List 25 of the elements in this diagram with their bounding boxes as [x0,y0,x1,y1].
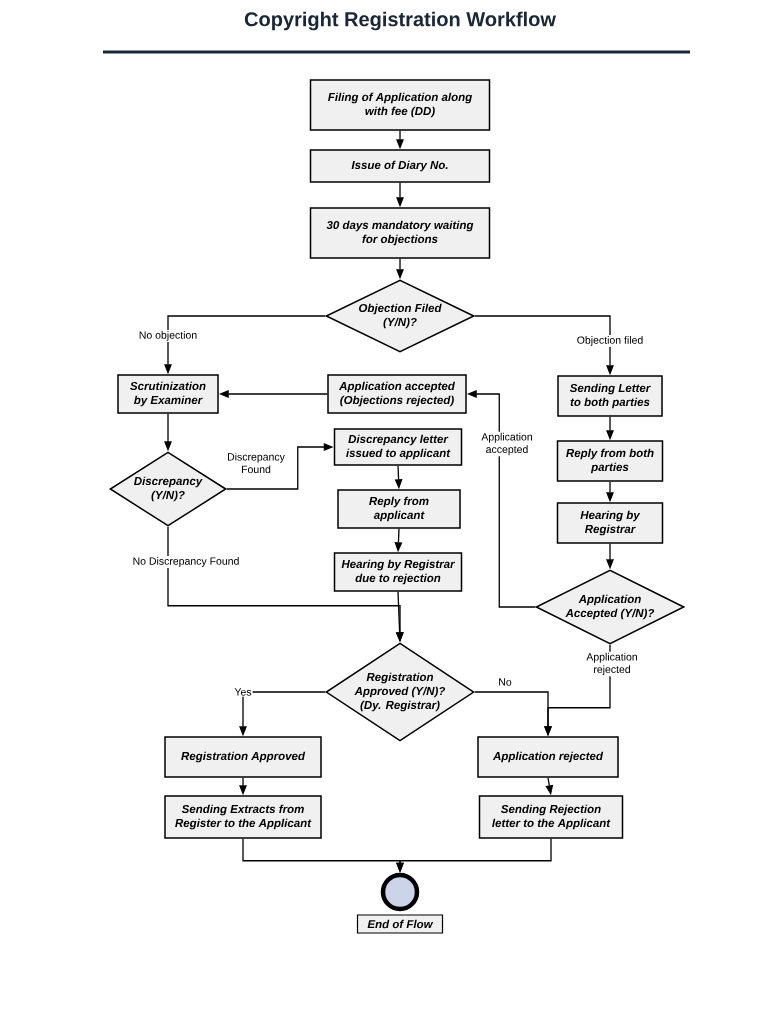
process-box: Sending Extracts from Register to the Applicant [164,795,322,839]
process-box: 30 days mandatory waiting for objections [309,207,491,259]
process-box: Hearing by Registrar [556,502,664,544]
edge-label: Application rejected [580,651,644,677]
edge-label: No objection [137,330,199,342]
process-box: Sending Rejection letter to the Applicant [478,795,624,839]
process-box: Registration Approved [164,736,322,778]
process-box: Issue of Diary No. [309,149,491,183]
process-box: Hearing by Registrar due to rejection [333,552,463,592]
end-circle [380,872,420,912]
end-label: End of Flow [356,914,444,934]
process-box: Reply from both parties [556,440,664,482]
process-box: Application rejected [477,736,619,778]
process-box: Scrutinization by Examiner [117,374,219,414]
process-box: Application accepted (Objections rejected) [327,374,467,414]
edge-label: Yes [233,687,253,697]
title: Copyright Registration Workflow [244,11,556,31]
process-box: Sending Letter to both parties [557,375,663,417]
process-box: Filing of Application along with fee (DD) [309,79,491,131]
process-box: Reply from applicant [337,489,461,529]
process-box: Discrepancy letter issued to applicant [333,428,463,466]
edge-label: Application accepted [475,431,539,457]
edge-label: Objection filed [575,335,645,347]
edge-label: No Discrepancy Found [131,556,241,568]
edge-label: No [497,677,513,687]
